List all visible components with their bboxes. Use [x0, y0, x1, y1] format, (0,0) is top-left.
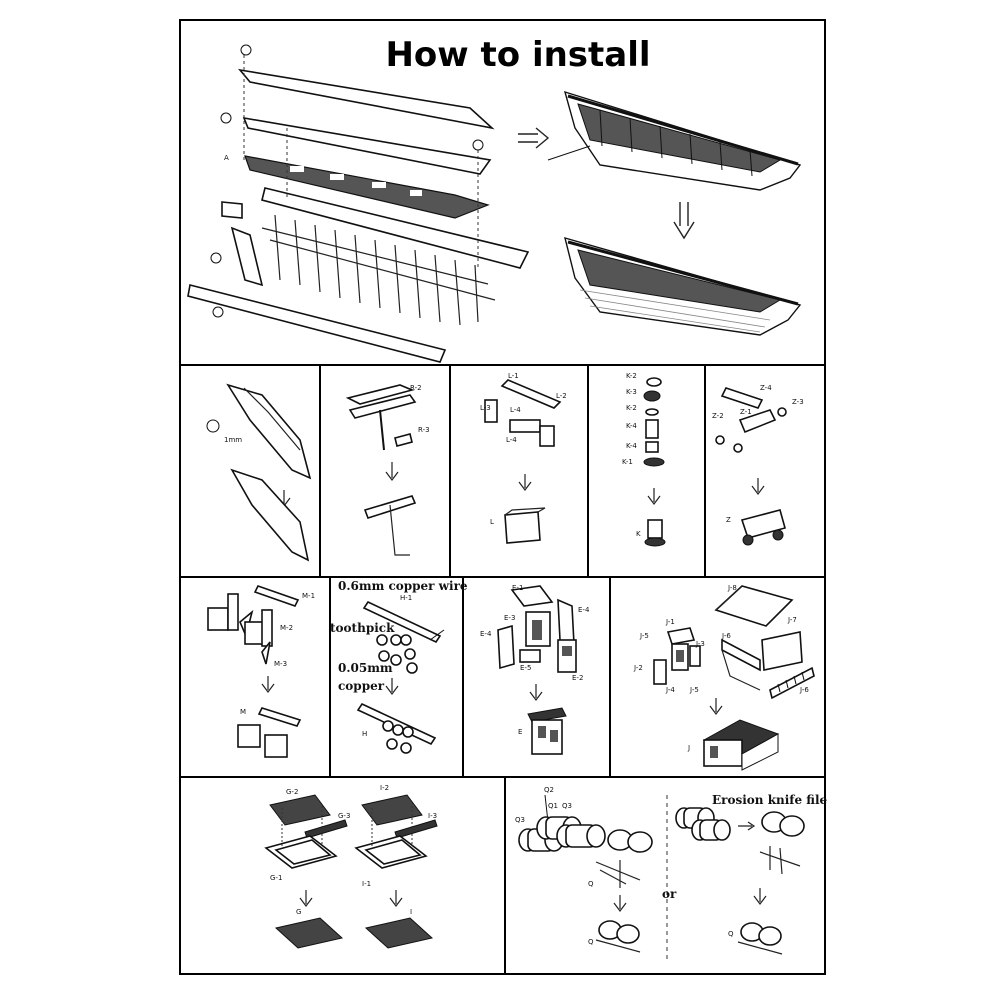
panel-rudder: 1mm	[206, 383, 312, 562]
frame-grid	[179, 19, 826, 975]
arrow-right-icon	[518, 127, 550, 149]
part-label: K-1	[622, 458, 633, 466]
part-label: K-2	[626, 404, 637, 412]
part-label: G-3	[338, 812, 350, 820]
part-label: J-7	[787, 616, 797, 624]
part-label: E-5	[520, 664, 531, 672]
part-label: M-3	[274, 660, 287, 668]
part-label: H	[362, 730, 367, 738]
part-label: A	[224, 154, 229, 162]
panel-k-assembly: K-2 K-3 K-2 K-4 K-4 K-1 K	[622, 372, 666, 547]
part-label: Z-2	[712, 412, 724, 420]
part-label: K-3	[626, 388, 637, 396]
part-label: J-4	[665, 686, 675, 694]
part-label: Q3	[562, 802, 572, 810]
part-label: J-6	[799, 686, 809, 694]
note-copper: copper	[338, 679, 385, 693]
part-label: I-2	[380, 784, 389, 792]
part-label: Z-4	[760, 384, 772, 392]
part-label: E-4	[480, 630, 492, 638]
part-label: G	[296, 908, 301, 916]
part-label: J-8	[727, 584, 737, 592]
part-label: Q1	[548, 802, 558, 810]
part-label: K-2	[626, 372, 637, 380]
part-label: J-2	[633, 664, 643, 672]
note-toothpick: toothpick	[330, 621, 395, 635]
panel-gratings: G-2 G-3 G-1 G I-2 I-3 I-1 I	[264, 784, 438, 949]
or-divider: or	[662, 887, 677, 901]
part-label: M-2	[280, 624, 293, 632]
part-label: M-1	[302, 592, 315, 600]
part-label: L-4	[506, 436, 517, 444]
part-label: E-1	[512, 584, 523, 592]
panel-z-cannon: Z-4 Z-2 Z-1 Z-3 Z	[712, 384, 804, 546]
part-label: Q2	[544, 786, 554, 794]
part-label: M	[240, 708, 246, 716]
part-label: J	[687, 744, 690, 752]
part-label: I	[410, 908, 412, 916]
panel-barrels: Q3 Q2 Q1 Q3 Q Q or Erosion knife fil	[515, 786, 828, 960]
part-label: 1mm	[224, 436, 242, 444]
part-label: J-3	[695, 640, 705, 648]
panel-r-assembly: R-2 R-3	[345, 384, 430, 556]
panel-h-assembly: 0.6mm copper wire H-1 toothpick 0.05mm c…	[330, 579, 468, 754]
part-label: G-2	[286, 788, 298, 796]
part-label: E-2	[572, 674, 583, 682]
panel-m-assembly: M-1 M-2 M-3 M	[207, 585, 315, 758]
part-label: L-2	[556, 392, 567, 400]
part-label: L-4	[510, 406, 521, 414]
part-label: Q	[588, 938, 594, 946]
part-label: K-4	[626, 442, 637, 450]
hull-exploded-view: A	[187, 44, 530, 363]
note-thickness: 0.05mm	[338, 661, 393, 675]
assembled-hull-open	[547, 90, 802, 191]
panel-j-assembly: J-8 J-1 J-5 J-3 J-6 J-7 J-2 J-4 J-5 J-6 …	[633, 584, 815, 771]
part-label: K-4	[626, 422, 637, 430]
arrow-down-icon	[673, 202, 695, 240]
page-title: How to install	[385, 35, 650, 75]
part-label: Q3	[515, 816, 525, 824]
part-label: H-1	[400, 594, 412, 602]
part-label: E	[518, 728, 522, 736]
part-label: Q	[728, 930, 734, 938]
part-label: J-1	[665, 618, 675, 626]
part-label: J-6	[721, 632, 731, 640]
part-label: E-3	[504, 614, 515, 622]
part-label: Z	[726, 516, 731, 524]
note-erosion-knife: Erosion knife file	[712, 793, 828, 807]
part-label: L-1	[508, 372, 519, 380]
part-label: Q	[588, 880, 594, 888]
part-label: R-3	[418, 426, 430, 434]
part-label: G-1	[270, 874, 282, 882]
part-label: J-5	[689, 686, 699, 694]
assembled-hull-closed	[564, 236, 802, 336]
part-label: I-3	[428, 812, 437, 820]
part-label: K	[636, 530, 641, 538]
part-label: L-3	[480, 404, 491, 412]
part-label: E-4	[578, 606, 590, 614]
part-label: Z-1	[740, 408, 752, 416]
part-label: R-2	[410, 384, 422, 392]
panel-e-assembly: E-1 E-3 E-4 E-4 E-5 E-2 E	[480, 584, 590, 755]
panel-l-assembly: L-1 L-2 L-3 L-4 L-4 L	[480, 372, 567, 544]
note-copper-wire: 0.6mm copper wire	[338, 579, 468, 593]
part-label: L	[490, 518, 494, 526]
part-label: Z-3	[792, 398, 804, 406]
part-label: I-1	[362, 880, 371, 888]
part-label: J-5	[639, 632, 649, 640]
